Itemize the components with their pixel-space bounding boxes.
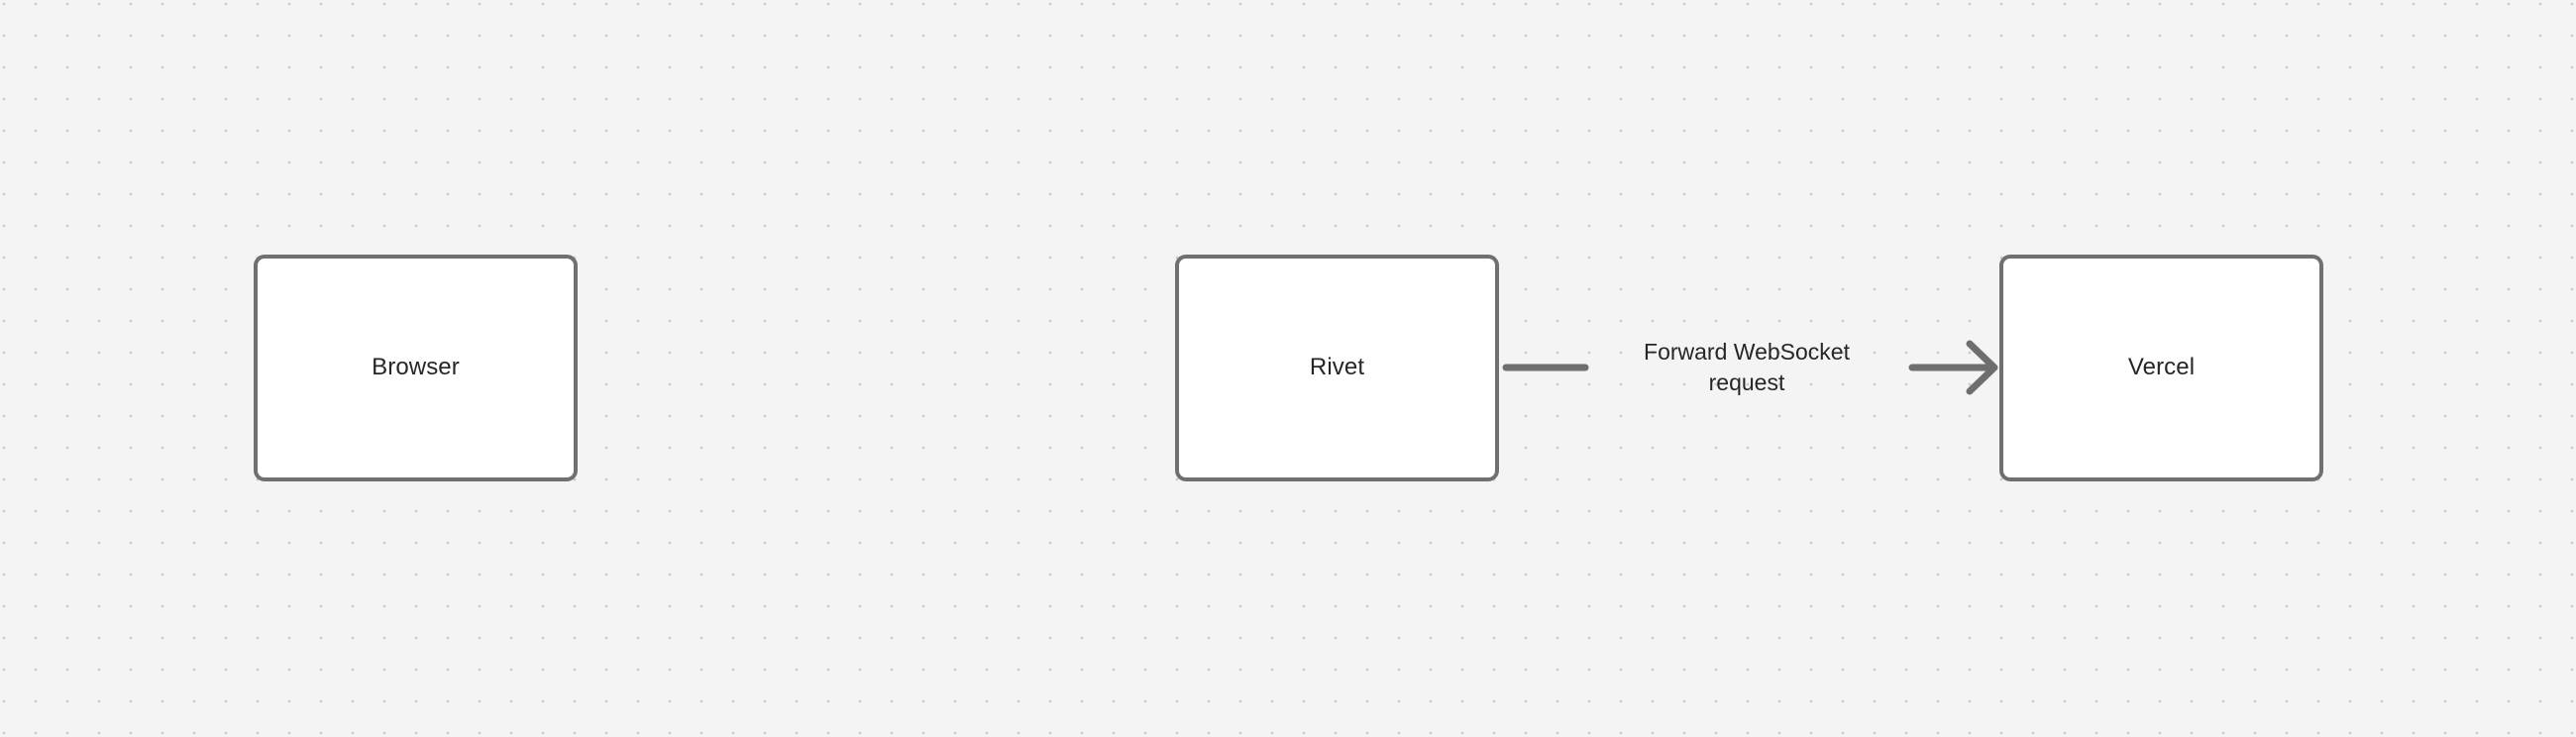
node-vercel[interactable]: Vercel [1999, 255, 2323, 481]
node-browser[interactable]: Browser [254, 255, 578, 481]
node-label-browser: Browser [372, 354, 460, 381]
edge-arrowhead-icon [1966, 340, 1998, 395]
node-label-rivet: Rivet [1309, 354, 1365, 381]
node-rivet[interactable]: Rivet [1175, 255, 1499, 481]
edge-label-forward-websocket-request: Forward WebSocket request [1644, 339, 1850, 395]
node-label-vercel: Vercel [2127, 354, 2196, 381]
